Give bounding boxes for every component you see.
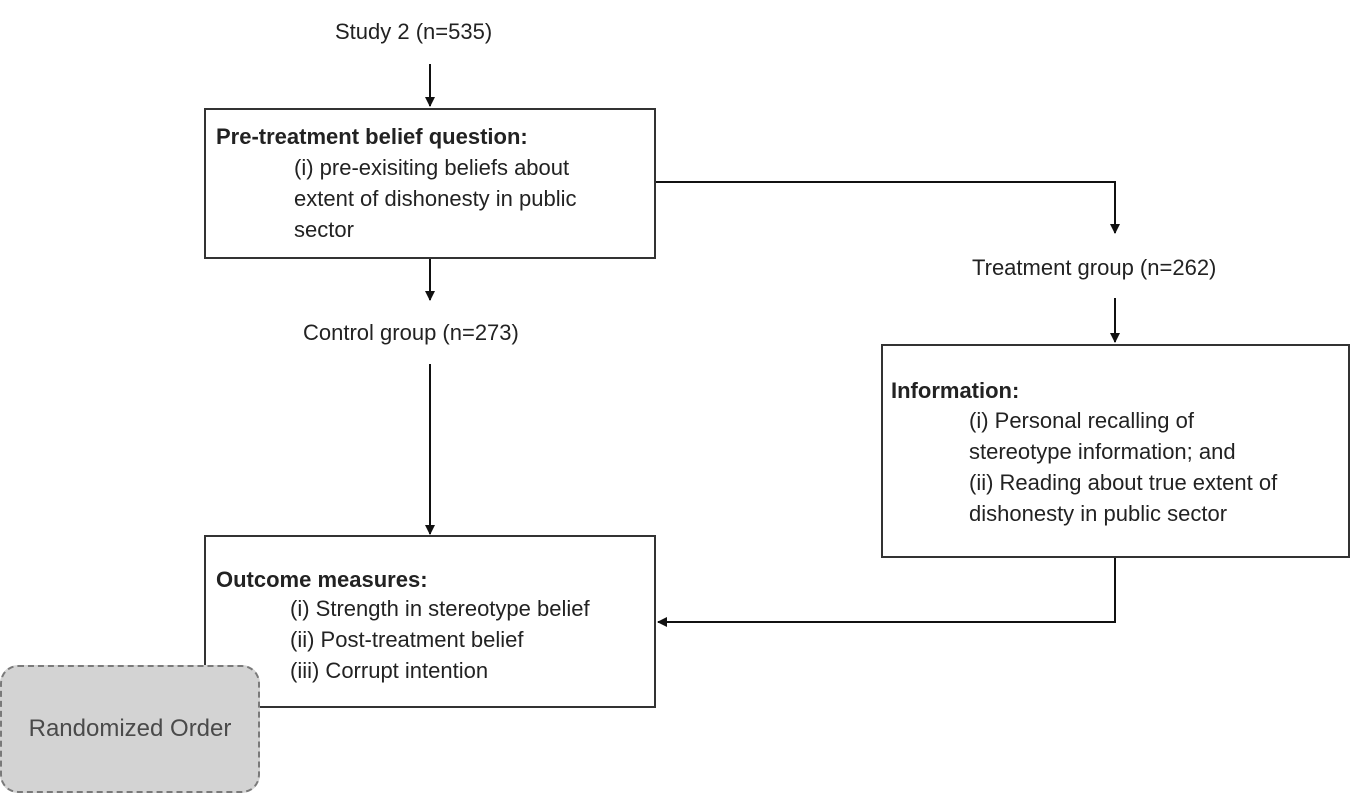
information-item: (ii) Reading about true extent of [969,470,1278,495]
pretreatment-item: (i) pre-exisiting beliefs about [294,155,570,180]
information-item: stereotype information; and [969,439,1236,464]
outcome-item: (ii) Post-treatment belief [290,627,524,652]
information-item: dishonesty in public sector [969,501,1228,526]
outcome-item: (i) Strength in stereotype belief [290,596,590,621]
control-group-label: Control group (n=273) [303,320,519,345]
treatment-group-label: Treatment group (n=262) [972,255,1217,280]
information-box: Information: (i) Personal recalling of s… [881,344,1350,558]
outcome-title: Outcome measures: [216,567,428,592]
pretreatment-item: sector [294,217,354,242]
arrow-pretreatment-to-treatment [655,181,1120,234]
pretreatment-item: extent of dishonesty in public [294,186,577,211]
randomized-order-box: Randomized Order [0,665,260,793]
information-title: Information: [891,378,1020,403]
arrow-information-to-outcome [657,557,1116,627]
pretreatment-box: Pre-treatment belief question: (i) pre-e… [204,108,656,259]
study-label: Study 2 (n=535) [335,19,493,44]
randomized-order-label: Randomized Order [28,715,232,742]
pretreatment-title: Pre-treatment belief question: [216,124,528,149]
information-item: (i) Personal recalling of [969,408,1194,433]
outcome-item: (iii) Corrupt intention [290,658,489,683]
outcome-box: Outcome measures: (i) Strength in stereo… [204,535,656,708]
